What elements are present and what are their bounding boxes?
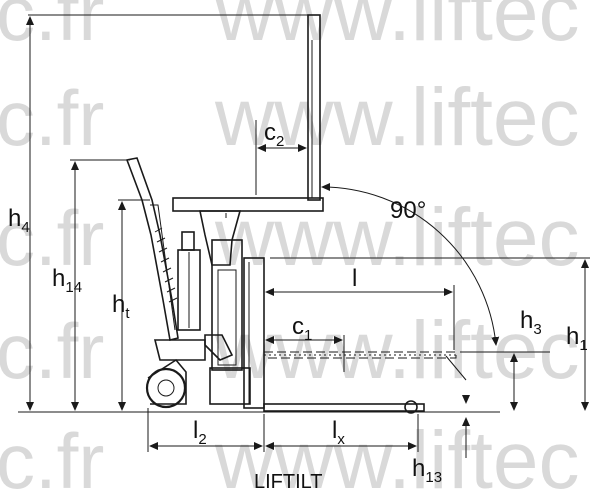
h3-label: h3: [520, 307, 542, 338]
watermark-right-2: www.liftec: [214, 72, 580, 163]
h13-label: h13: [412, 455, 442, 486]
watermark-right-5: www.liftec: [214, 415, 580, 491]
watermark-left-2: c.fr: [0, 74, 104, 162]
lower-chassis: [209, 367, 251, 405]
tiller-handle: [125, 157, 179, 341]
ground-fork: [263, 403, 425, 412]
h1-label: h1: [566, 323, 588, 354]
mast-inner: [217, 269, 237, 366]
h14-label: h14: [52, 265, 82, 296]
pump-cap: [181, 231, 195, 251]
load-roller: [404, 400, 418, 414]
handle-cable: [150, 204, 176, 331]
lx-label: lx: [332, 417, 345, 448]
c1-label: c1: [292, 313, 312, 344]
mast-frame: [211, 239, 243, 371]
wheel-fork: [147, 358, 187, 405]
c2-label: c2: [264, 119, 284, 150]
carriage-plate: [243, 257, 265, 409]
tilted-fork-upright: [307, 14, 321, 201]
steer-wheel: [145, 367, 187, 409]
tilt-angle-arc: [321, 183, 500, 346]
fork-tip-leader: [445, 355, 467, 381]
watermark-left-5: c.fr: [0, 417, 104, 491]
ht-label: ht: [112, 291, 130, 322]
dimension-labels: h4 h14 ht c2 90° l c1 h3 h1 l2 lx h13 LI…: [8, 119, 588, 493]
angle-label: 90°: [390, 197, 426, 224]
l2-label: l2: [193, 417, 207, 448]
steer-wheel-hub: [157, 379, 175, 397]
dimension-lines: [26, 14, 590, 458]
watermark-left-1: c.fr: [0, 0, 104, 57]
lift-tilt-machine: [125, 14, 467, 414]
watermark-left-3: c.fr: [0, 194, 104, 282]
h4-label: h4: [8, 205, 30, 236]
watermark: c.fr www.liftec c.fr www.liftec c.fr www…: [0, 0, 580, 496]
hydraulic-cylinder: [177, 249, 201, 331]
handle-spring: [154, 227, 178, 303]
l-label: l: [352, 265, 357, 292]
steering-bracket: [153, 339, 206, 361]
tilt-head: [199, 210, 242, 266]
watermark-left-4: c.fr: [0, 307, 104, 395]
watermark-right-1: www.liftec: [214, 0, 580, 58]
caption-liftilt: LIFTILT: [254, 471, 323, 491]
